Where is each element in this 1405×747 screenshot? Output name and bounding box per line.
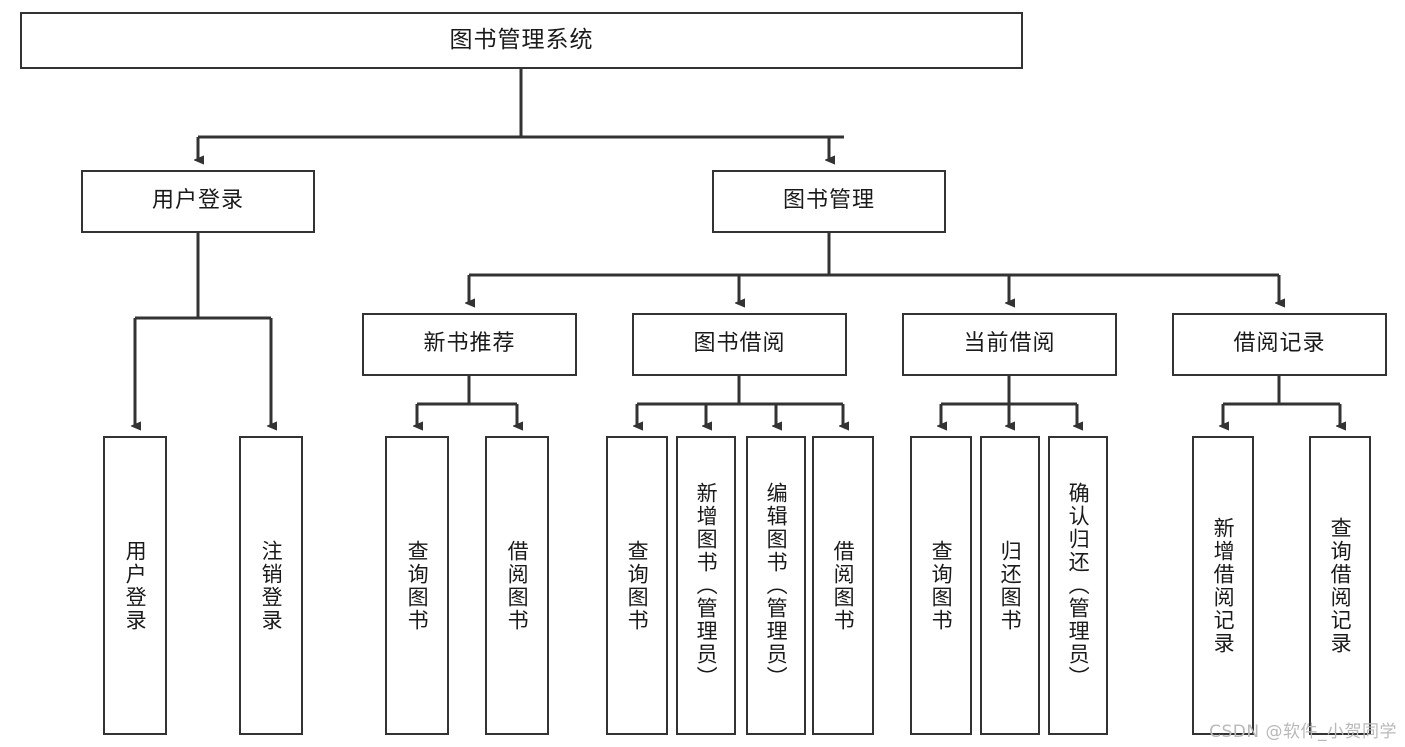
node-root-book-management-system[interactable]: 图书管理系统 bbox=[20, 12, 1023, 69]
node-label: 用户登录 bbox=[123, 539, 148, 632]
node-borrow-record[interactable]: 借阅记录 bbox=[1172, 313, 1387, 376]
node-new-book-recommend[interactable]: 新书推荐 bbox=[362, 313, 577, 376]
node-leaf-edit-book[interactable]: 编辑图书（管理员） bbox=[746, 436, 806, 735]
node-leaf-query-book-borrow[interactable]: 查询图书 bbox=[606, 436, 668, 735]
node-leaf-return-book[interactable]: 归还图书 bbox=[980, 436, 1040, 735]
node-book-borrow[interactable]: 图书借阅 bbox=[632, 313, 847, 376]
node-user-login[interactable]: 用户登录 bbox=[81, 170, 315, 233]
node-leaf-query-book-current[interactable]: 查询图书 bbox=[910, 436, 972, 735]
watermark: CSDN @软件_小贺同学 bbox=[1209, 722, 1397, 742]
node-label: 图书管理 bbox=[782, 188, 875, 214]
node-label: 借阅记录 bbox=[1233, 331, 1326, 357]
node-leaf-borrow-book[interactable]: 借阅图书 bbox=[812, 436, 874, 735]
node-label: 用户登录 bbox=[151, 188, 244, 214]
node-leaf-logout[interactable]: 注销登录 bbox=[239, 436, 303, 735]
node-label: 新增借阅记录 bbox=[1211, 516, 1236, 655]
node-label: 查询图书 bbox=[929, 539, 954, 632]
node-leaf-borrow-book-recommend[interactable]: 借阅图书 bbox=[485, 436, 549, 735]
node-leaf-user-login[interactable]: 用户登录 bbox=[103, 436, 167, 735]
node-label: 查询借阅记录 bbox=[1328, 516, 1353, 655]
node-book-management[interactable]: 图书管理 bbox=[712, 170, 946, 233]
node-label: 查询图书 bbox=[405, 539, 430, 632]
node-label: 编辑图书（管理员） bbox=[764, 482, 789, 689]
node-label: 注销登录 bbox=[259, 539, 284, 632]
node-current-borrow[interactable]: 当前借阅 bbox=[902, 313, 1117, 376]
node-label: 图书管理系统 bbox=[449, 26, 594, 53]
node-leaf-add-borrow-record[interactable]: 新增借阅记录 bbox=[1192, 436, 1254, 735]
node-label: 查询图书 bbox=[625, 539, 650, 632]
node-label: 确认归还（管理员） bbox=[1066, 482, 1091, 689]
node-label: 归还图书 bbox=[998, 539, 1023, 632]
node-label: 新书推荐 bbox=[423, 331, 516, 357]
node-label: 新增图书（管理员） bbox=[694, 482, 719, 689]
node-label: 借阅图书 bbox=[505, 539, 530, 632]
node-leaf-query-book-recommend[interactable]: 查询图书 bbox=[385, 436, 449, 735]
node-leaf-query-borrow-record[interactable]: 查询借阅记录 bbox=[1309, 436, 1371, 735]
node-leaf-add-book[interactable]: 新增图书（管理员） bbox=[676, 436, 736, 735]
node-label: 图书借阅 bbox=[693, 331, 786, 357]
node-label: 当前借阅 bbox=[963, 331, 1056, 357]
node-label: 借阅图书 bbox=[831, 539, 856, 632]
node-leaf-confirm-return[interactable]: 确认归还（管理员） bbox=[1048, 436, 1108, 735]
